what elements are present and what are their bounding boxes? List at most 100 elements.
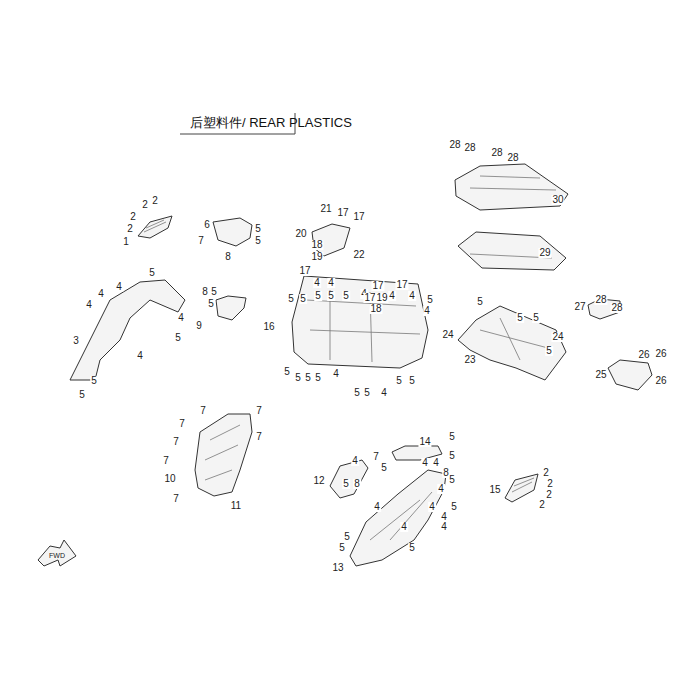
direction-arrow-label: FWD [48,552,66,559]
callout-number: 28 [463,143,476,153]
callout-number: 13 [331,563,344,573]
callout-number: 5 [338,543,346,553]
callout-number: 26 [654,349,667,359]
callout-number: 5 [343,532,351,542]
callout-number: 5 [408,376,416,386]
callout-number: 5 [90,376,98,386]
callout-number: 7 [172,494,180,504]
callout-number: 17 [371,281,384,291]
callout-number: 5 [314,373,322,383]
callout-number: 4 [440,522,448,532]
callout-number: 7 [255,406,263,416]
callout-number: 4 [380,388,388,398]
callout-number: 4 [432,458,440,468]
callout-number: 6 [203,220,211,230]
callout-number: 5 [408,543,416,553]
callout-number: 10 [163,474,176,484]
callout-number: 11 [230,501,242,511]
callout-number: 15 [488,485,501,495]
callout-number: 28 [448,140,461,150]
callout-number: 5 [476,297,484,307]
callout-number: 3 [72,336,80,346]
callout-number: 2 [151,196,159,206]
callout-number: 9 [195,321,203,331]
callout-number: 17 [336,208,349,218]
callout-number: 23 [463,355,476,365]
callout-number: 4 [115,282,123,292]
callout-number: 5 [448,432,456,442]
callout-number: 22 [352,250,365,260]
callout-number: 2 [126,224,134,234]
callout-number: 28 [490,148,503,158]
callout-number: 5 [299,294,307,304]
callout-number: 19 [310,252,323,262]
callout-number: 5 [448,475,456,485]
callout-number: 7 [372,452,380,462]
callout-number: 4 [327,278,335,288]
callout-number: 5 [294,373,302,383]
callout-number: 5 [380,463,388,473]
callout-number: 4 [332,369,340,379]
callout-number: 17 [298,266,311,276]
callout-number: 7 [255,432,263,442]
callout-number: 28 [506,153,519,163]
callout-number: 5 [532,313,540,323]
callout-number: 4 [97,289,105,299]
callout-number: 5 [450,502,458,512]
callout-number: 7 [162,456,170,466]
callout-number: 7 [199,406,207,416]
callout-number: 26 [654,376,667,386]
callout-number: 5 [287,294,295,304]
callout-number: 18 [310,240,323,250]
callout-number: 5 [448,451,456,461]
callout-number: 5 [363,388,371,398]
callout-number: 28 [594,295,607,305]
callout-number: 5 [304,373,312,383]
callout-number: 5 [254,224,262,234]
callout-number: 4 [408,291,416,301]
callout-number: 12 [312,476,325,486]
callout-number: 5 [395,376,403,386]
callout-number: 1 [122,237,130,247]
callout-number: 4 [421,458,429,468]
callout-number: 7 [197,236,205,246]
callout-number: 4 [351,456,359,466]
callout-number: 4 [400,522,408,532]
callout-number: 24 [551,332,564,342]
callout-number: 16 [262,322,275,332]
callout-number: 5 [342,291,350,301]
callout-number: 5 [283,367,291,377]
callout-number: 30 [551,195,564,205]
callout-number: 4 [177,313,185,323]
callout-number: 4 [440,512,448,522]
callout-number: 27 [573,302,586,312]
callout-number: 5 [210,287,218,297]
callout-number: 5 [545,346,553,356]
callout-number: 5 [342,479,350,489]
callout-number: 24 [441,330,454,340]
callout-number: 2 [141,200,149,210]
callout-number: 19 [375,293,388,303]
callout-number: 4 [388,291,396,301]
callout-number: 5 [174,333,182,343]
callout-number: 17 [395,280,408,290]
callout-number: 4 [136,351,144,361]
callout-number: 5 [78,390,86,400]
callout-number: 5 [314,291,322,301]
callout-number: 5 [327,291,335,301]
callout-number: 4 [428,502,436,512]
callout-number: 2 [538,500,546,510]
callout-number: 8 [201,287,209,297]
callout-number: 8 [353,479,361,489]
callout-number: 25 [594,370,607,380]
callout-number: 20 [294,229,307,239]
callout-number: 4 [373,502,381,512]
callout-number: 7 [172,437,180,447]
callout-number: 4 [437,484,445,494]
callout-number: 2 [546,479,554,489]
callout-number: 7 [178,419,186,429]
callout-number: 5 [426,295,434,305]
callout-number: 18 [369,304,382,314]
